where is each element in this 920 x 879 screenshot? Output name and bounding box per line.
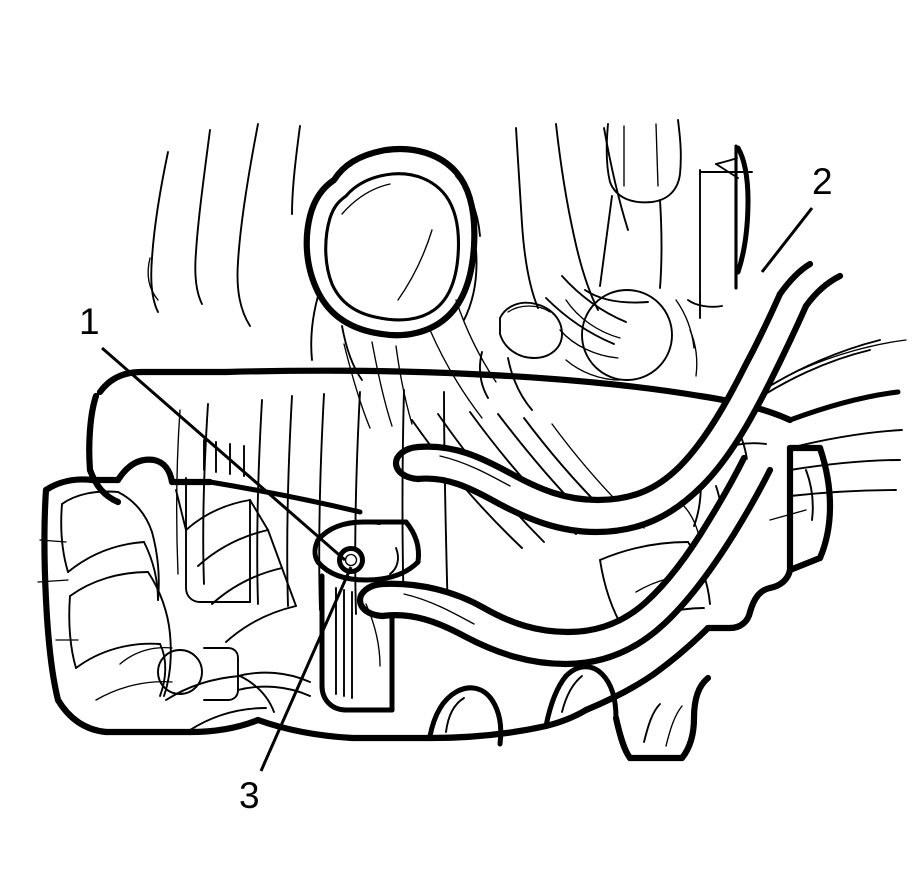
leader-line-2 xyxy=(760,207,814,273)
ribbed-valve-cover xyxy=(37,456,297,736)
small-hose-left xyxy=(237,671,311,697)
upper-right-runner-details xyxy=(545,119,753,345)
callout-label-1: 1 xyxy=(79,301,100,342)
vacuum-hose-upper xyxy=(392,290,810,536)
valve-cover-boss xyxy=(119,646,239,701)
manifold-recess-left xyxy=(185,439,251,603)
engine-upper-contours xyxy=(147,123,629,429)
intake-runners-bottom xyxy=(427,664,712,762)
manifold-recess-center xyxy=(319,573,395,713)
vacuum-hose-upper-tail xyxy=(776,260,844,310)
callout-label-3: 3 xyxy=(239,775,260,816)
vertical-stud-bracket xyxy=(715,144,751,290)
air-inlet-opening xyxy=(303,145,481,381)
callout-leaders xyxy=(101,207,814,772)
manifold-center-pad xyxy=(312,519,421,583)
manifold-right-step xyxy=(769,444,834,574)
manifold-top-edge xyxy=(86,367,794,474)
circular-port-boss xyxy=(559,289,698,381)
callout-label-2: 2 xyxy=(812,161,833,202)
vacuum-hose-lower xyxy=(356,454,774,668)
manifold-front-face xyxy=(86,466,590,742)
leader-line-3 xyxy=(259,566,353,772)
manifold-port-hole xyxy=(337,546,365,574)
manifold-front-ribs xyxy=(176,389,449,619)
leader-line-1 xyxy=(101,346,346,562)
